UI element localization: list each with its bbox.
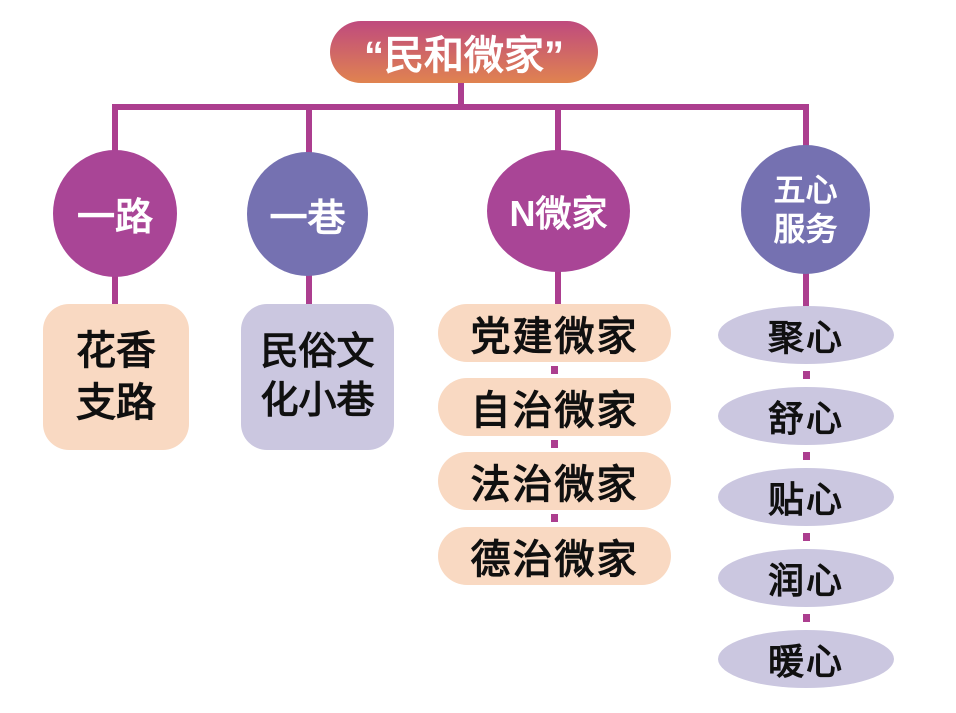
leaf-node-micro-home-1: 党建微家 (438, 304, 671, 362)
leaf-node-lane-child: 民俗文 化小巷 (241, 304, 394, 450)
branch-node-micro-homes: N微家 (487, 150, 630, 272)
connector-dash-heart-2-3 (803, 452, 810, 460)
connector-drop-five-hearts (803, 104, 809, 148)
connector-dash-heart-4-5 (803, 614, 810, 622)
connector-dash-heart-3-4 (803, 533, 810, 541)
connector-drop-lane (306, 104, 312, 154)
branch-lane-label: 一巷 (269, 197, 346, 240)
lane-child-line1: 民俗文 (260, 330, 375, 373)
connector-dash-micro-2-3 (551, 440, 558, 448)
connector-title-stem (458, 82, 464, 110)
micro-home-2-label: 自治微家 (470, 388, 639, 433)
branch-node-five-hearts: 五心 服务 (741, 145, 870, 274)
road-child-line1: 花香 (76, 328, 156, 373)
branch-node-lane: 一巷 (247, 152, 368, 276)
connector-drop-road (112, 104, 118, 152)
micro-home-3-label: 法治微家 (470, 462, 639, 507)
heart-2-label: 舒心 (767, 399, 844, 439)
leaf-node-micro-home-2: 自治微家 (438, 378, 671, 436)
leaf-node-heart-5: 暖心 (718, 630, 894, 688)
leaf-node-heart-1: 聚心 (718, 306, 894, 364)
connector-road-child (112, 276, 118, 307)
connector-dash-micro-3-4 (551, 514, 558, 522)
micro-home-1-label: 党建微家 (470, 314, 639, 359)
five-hearts-label-line2: 服务 (773, 210, 838, 247)
micro-home-4-label: 德治微家 (470, 537, 639, 582)
root-node-title: “民和微家” (330, 21, 598, 83)
road-child-line2: 支路 (76, 380, 156, 425)
connector-dash-heart-1-2 (803, 371, 810, 379)
connector-micro-homes-child (555, 269, 561, 307)
branch-micro-homes-label: N微家 (509, 193, 608, 234)
heart-3-label: 贴心 (767, 480, 844, 520)
leaf-node-heart-4: 润心 (718, 549, 894, 607)
branch-road-label: 一路 (76, 197, 153, 239)
connector-five-hearts-child (803, 272, 809, 308)
leaf-node-heart-2: 舒心 (718, 387, 894, 445)
leaf-node-heart-3: 贴心 (718, 468, 894, 526)
connector-lane-child (306, 274, 312, 307)
connector-dash-micro-1-2 (551, 366, 558, 374)
leaf-node-micro-home-4: 德治微家 (438, 527, 671, 585)
leaf-node-road-child: 花香 支路 (43, 304, 189, 450)
branch-five-hearts-label: 五心 服务 (773, 171, 837, 248)
root-title-text: “民和微家” (364, 34, 564, 78)
five-hearts-label-line1: 五心 (773, 172, 838, 209)
heart-1-label: 聚心 (767, 318, 844, 358)
branch-node-road: 一路 (53, 150, 177, 277)
lane-child-line2: 化小巷 (260, 380, 375, 422)
heart-4-label: 润心 (767, 561, 844, 601)
leaf-node-micro-home-3: 法治微家 (438, 452, 671, 510)
heart-5-label: 暖心 (767, 642, 844, 682)
connector-drop-micro-homes (555, 104, 561, 152)
connector-horizontal-bar (112, 104, 809, 110)
